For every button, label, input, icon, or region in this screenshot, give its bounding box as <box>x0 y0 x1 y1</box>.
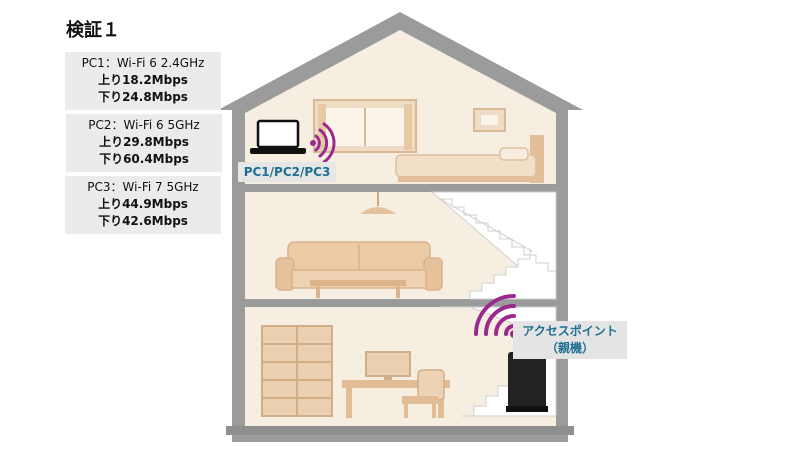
window <box>313 99 417 153</box>
pc2-download: 下り60.4Mbps <box>99 152 189 166</box>
pc3-upload: 上り44.9Mbps <box>98 197 188 211</box>
bed <box>395 135 544 183</box>
pc1-name: PC1：Wi-Fi 6 2.4GHz <box>81 56 205 70</box>
picture-frame <box>473 108 506 132</box>
laptop-icon <box>250 119 306 154</box>
pc3-info-box: PC3：Wi-Fi 7 5GHz 上り44.9Mbps 下り42.6Mbps <box>65 176 221 234</box>
pc2-upload: 上り29.8Mbps <box>99 135 189 149</box>
pc3-download: 下り42.6Mbps <box>98 214 188 228</box>
access-point-label-line2: （親機） <box>545 341 594 355</box>
pc1-info-box: PC1：Wi-Fi 6 2.4GHz 上り18.2Mbps 下り24.8Mbps <box>65 52 221 110</box>
pc1-download: 下り24.8Mbps <box>98 90 188 104</box>
router-icon <box>506 352 548 412</box>
bookshelf <box>261 325 333 417</box>
access-point-label: アクセスポイント （親機） <box>513 321 627 359</box>
desk <box>342 351 450 418</box>
pc1-upload: 上り18.2Mbps <box>98 73 188 87</box>
pc2-info-box: PC2：Wi-Fi 6 5GHz 上り29.8Mbps 下り60.4Mbps <box>66 114 222 172</box>
pc2-name: PC2：Wi-Fi 6 5GHz <box>88 118 200 132</box>
ceiling-lamp <box>360 192 396 214</box>
sofa <box>275 241 443 298</box>
staircase-upper <box>430 191 557 301</box>
pc3-name: PC3：Wi-Fi 7 5GHz <box>87 180 199 194</box>
page-title: 検証１ <box>66 20 120 41</box>
pc-location-label: PC1/PC2/PC3 <box>238 162 336 182</box>
access-point-label-line1: アクセスポイント <box>522 324 618 338</box>
wifi-signal-icon-pc <box>310 122 336 164</box>
